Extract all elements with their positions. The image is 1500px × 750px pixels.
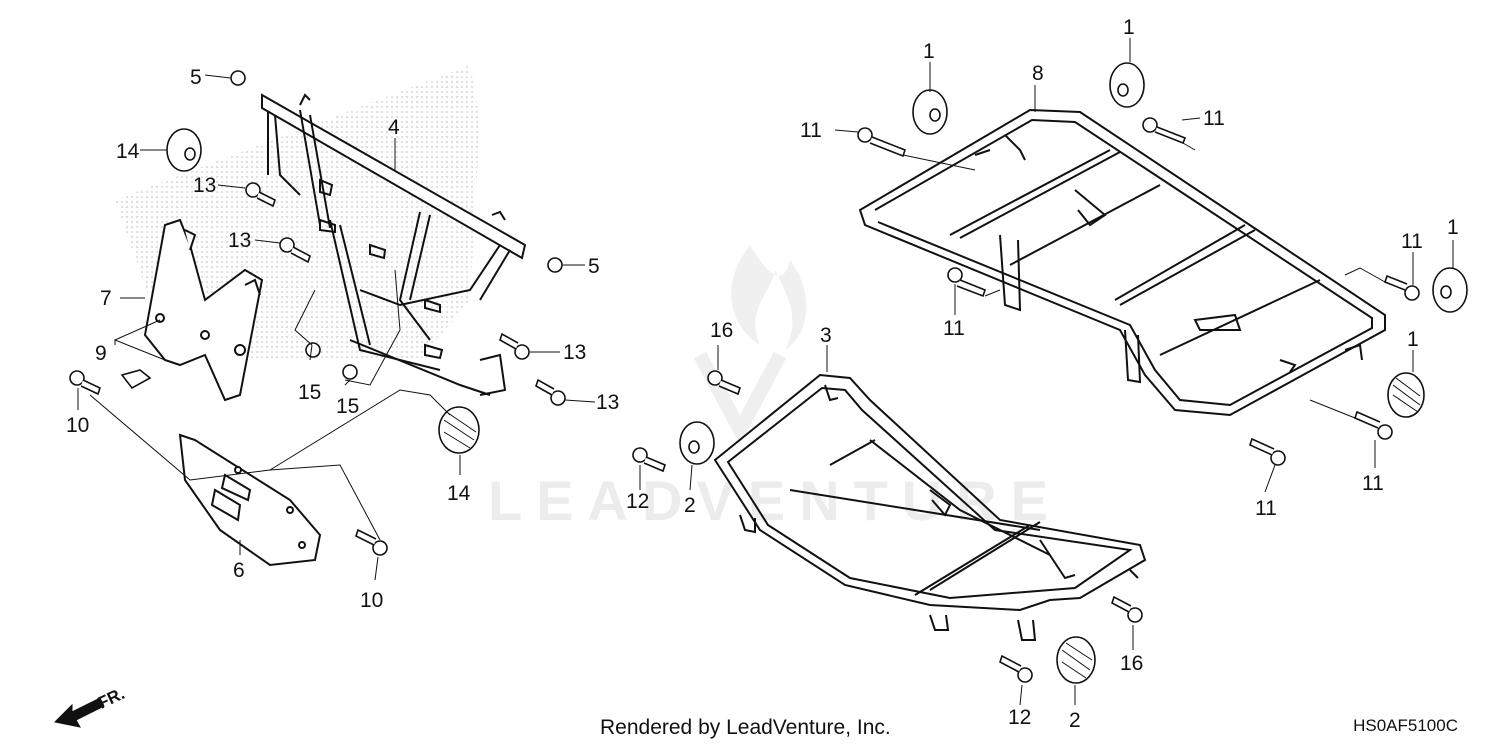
- bolt-12a: [632, 447, 666, 473]
- grommet-1a: [912, 89, 948, 135]
- shadow-area: [115, 65, 480, 360]
- callout-6: 6: [233, 559, 245, 582]
- callout-5: 5: [190, 66, 202, 89]
- leader-lines: [77, 38, 1454, 706]
- watermark-logo-v: [693, 351, 787, 445]
- callout-11: 11: [1255, 497, 1277, 520]
- grommet-1d: [1387, 372, 1425, 418]
- callout-4: 4: [388, 116, 400, 139]
- callout-15: 15: [298, 381, 321, 404]
- callout-12: 12: [1008, 706, 1031, 729]
- callout-2: 2: [684, 494, 696, 517]
- callout-12: 12: [626, 490, 649, 513]
- callout-11: 11: [800, 119, 822, 142]
- callout-10: 10: [66, 414, 89, 437]
- watermark-logo: [731, 245, 807, 350]
- callout-10: 10: [360, 589, 383, 612]
- grommet-1b: [1109, 62, 1145, 108]
- grommet-1c: [1432, 267, 1468, 313]
- rack-frame-3: [713, 373, 1147, 641]
- diagram-code: HS0AF5100C: [1353, 716, 1458, 735]
- callout-1: 1: [1123, 16, 1135, 39]
- bolt-11f: [1249, 437, 1286, 466]
- callout-2: 2: [1069, 709, 1081, 732]
- callout-13: 13: [563, 341, 586, 364]
- callout-15: 15: [336, 395, 359, 418]
- hardware: [69, 62, 1468, 684]
- callout-9: 9: [95, 342, 107, 365]
- callout-3: 3: [820, 324, 832, 347]
- callout-11: 11: [1362, 472, 1384, 495]
- bolt-13b: [279, 237, 311, 264]
- bolt-16a: [707, 370, 741, 396]
- callout-16: 16: [710, 319, 733, 342]
- nut-15a: [305, 342, 321, 358]
- callout-11: 11: [1203, 107, 1225, 130]
- bolt-11d: [1384, 274, 1420, 301]
- callout-11: 11: [943, 317, 965, 340]
- rear-rack: [858, 108, 1386, 417]
- bolt-10b: [355, 528, 388, 556]
- nut-5a: [230, 70, 246, 86]
- bolt-13d: [535, 378, 566, 406]
- bolt-12b: [999, 654, 1033, 683]
- callouts: 1 1 1 1 1 2 2 3 4 5 5 6 7 8 9 10 10 11 1…: [66, 16, 1459, 732]
- bolt-16b: [1111, 595, 1143, 623]
- callout-13: 13: [193, 174, 216, 197]
- bolt-13a: [245, 182, 276, 208]
- callout-1: 1: [1407, 328, 1419, 351]
- bolt-11c: [947, 267, 986, 298]
- bolt-11a: [857, 127, 906, 158]
- callout-5: 5: [588, 255, 600, 278]
- callout-11: 11: [1401, 230, 1423, 253]
- callout-8: 8: [1032, 62, 1044, 85]
- bolt-9: [120, 369, 152, 390]
- bracket: [143, 218, 264, 402]
- callout-16: 16: [1120, 652, 1143, 675]
- callout-13: 13: [228, 229, 251, 252]
- arrow-left-icon: [53, 697, 105, 728]
- bolt-11e: [1354, 410, 1393, 440]
- callout-1: 1: [1447, 216, 1459, 239]
- bolt-13c: [499, 332, 530, 360]
- callout-14: 14: [116, 140, 140, 163]
- bolt-11b: [1142, 117, 1187, 145]
- nut-5b: [547, 257, 563, 273]
- nut-15b: [342, 364, 358, 380]
- grommet-2a: [679, 421, 715, 465]
- bolt-10a: [69, 370, 101, 396]
- callout-14: 14: [447, 482, 471, 505]
- front-direction-arrow: FR.: [53, 684, 128, 728]
- skid-plate: [178, 433, 322, 567]
- callout-7: 7: [100, 287, 112, 310]
- callout-13: 13: [596, 391, 619, 414]
- grommet-2b: [1056, 636, 1096, 684]
- callout-1: 1: [923, 40, 935, 63]
- grommet-14a: [166, 128, 202, 172]
- grommet-14b: [438, 406, 480, 454]
- render-credit: Rendered by LeadVenture, Inc.: [600, 716, 891, 739]
